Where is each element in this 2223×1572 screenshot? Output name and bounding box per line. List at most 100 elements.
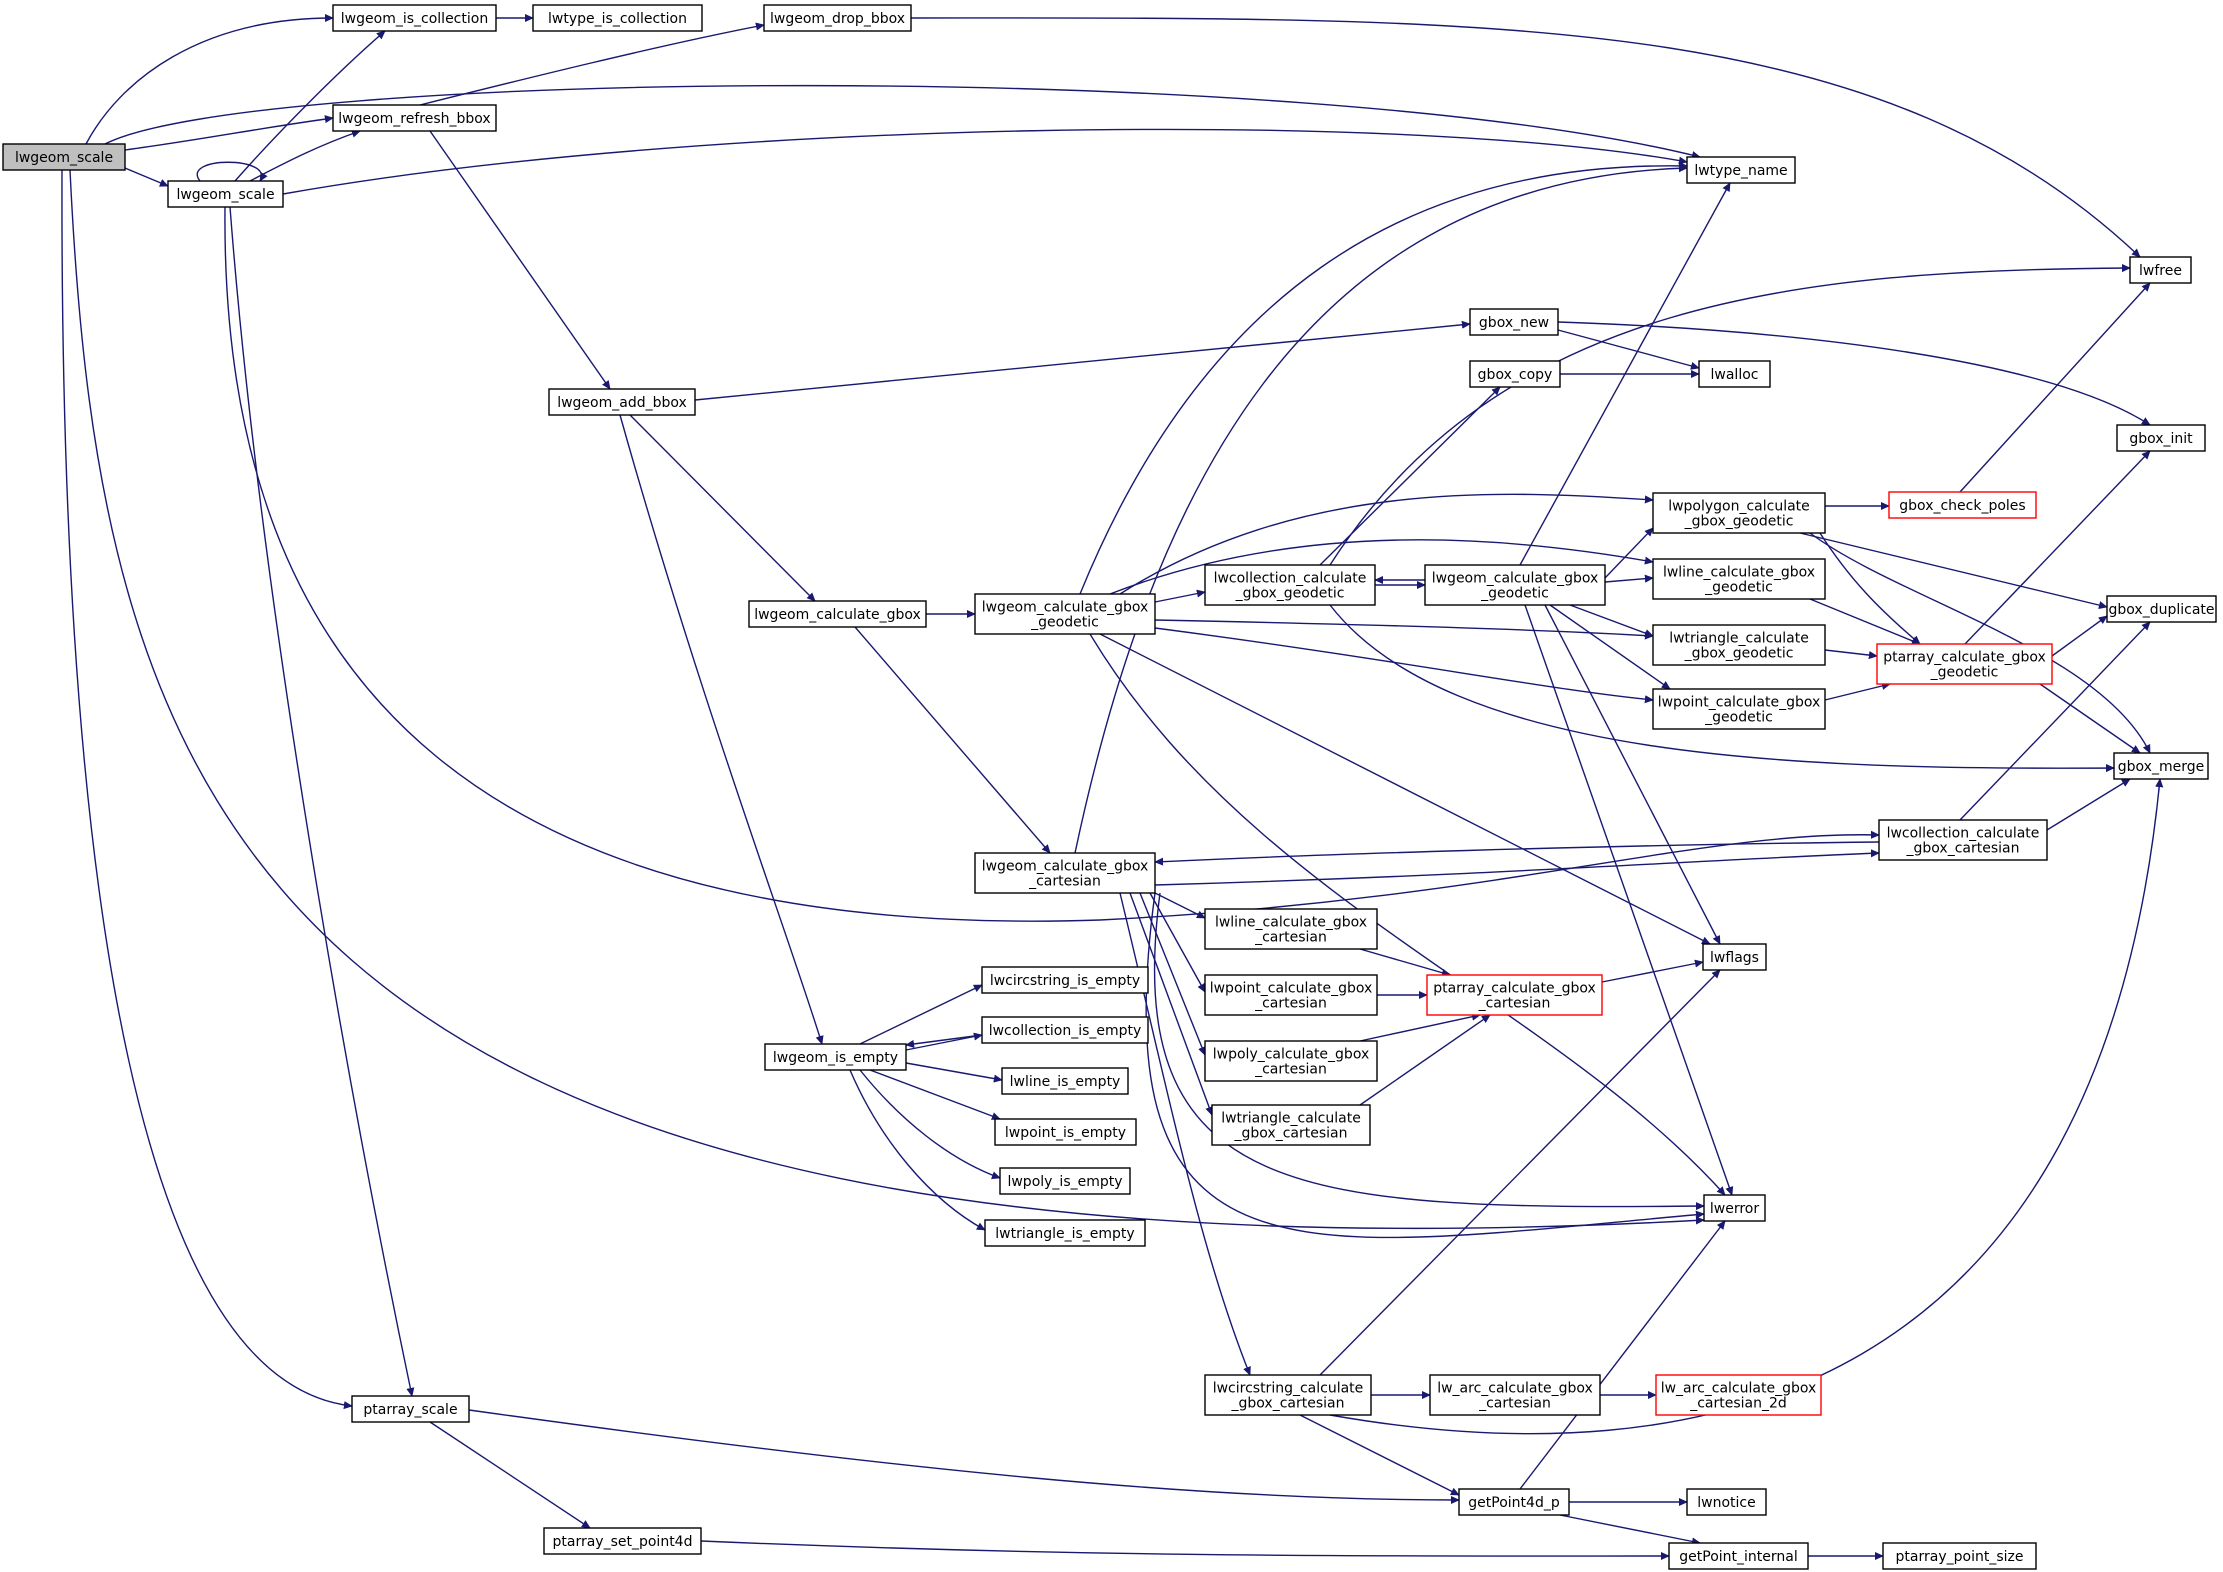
node-gbox-init[interactable]: gbox_init <box>2116 424 2206 452</box>
edge-lwgeom_calc_gbox_geo-to-lwline_calc_geo <box>1109 539 1654 595</box>
node-label: lwgeom_calculate_gbox <box>1432 571 1599 587</box>
node-lwgeom-add-bbox[interactable]: lwgeom_add_bbox <box>548 388 696 416</box>
node-label: lwnotice <box>1697 1495 1755 1511</box>
node-label: lwgeom_scale <box>176 187 274 203</box>
edge-root-to-lwgeom_is_collection <box>85 13 334 145</box>
edge-root-to-lwtype_name <box>104 84 1701 159</box>
node-lwpolygon-calc-geo[interactable]: lwpolygon_calculate_gbox_geodetic <box>1652 492 1826 534</box>
edge-root-to-lwgeom_scale2 <box>124 167 169 187</box>
node-lwline-calc-geo[interactable]: lwline_calculate_gbox_geodetic <box>1652 558 1826 600</box>
node-lwpoly-is-empty[interactable]: lwpoly_is_empty <box>999 1167 1131 1195</box>
node-ptarray-set-point4d[interactable]: ptarray_set_point4d <box>543 1527 702 1555</box>
node-lwalloc[interactable]: lwalloc <box>1698 360 1771 388</box>
edge-lwgeom_calc_gbox_geo2-to-lwpolygon_calc_geo <box>1604 527 1654 579</box>
edge-lwpolygon_calc_geo-to-gbox_merge <box>1809 532 2151 754</box>
edge-lwgeom_calc_gbox_geo2-to-lwflags <box>1544 604 1721 945</box>
node-lwgeom-calc-gbox-geo[interactable]: lwgeom_calculate_gbox_geodetic <box>974 593 1156 635</box>
node-lwgeom-calc-gbox-cart[interactable]: lwgeom_calculate_gbox_cartesian <box>974 852 1156 894</box>
node-lwtriangle-calc-geo[interactable]: lwtriangle_calculate_gbox_geodetic <box>1652 624 1826 666</box>
node-lwtype-is-collection[interactable]: lwtype_is_collection <box>532 4 703 32</box>
node-lwtype-name[interactable]: lwtype_name <box>1686 156 1796 184</box>
node-box <box>974 593 1156 635</box>
node-lwgeom-is-collection[interactable]: lwgeom_is_collection <box>332 4 497 32</box>
node-lwgeom-drop-bbox[interactable]: lwgeom_drop_bbox <box>763 4 912 32</box>
edge-ptarray_calc_geo-to-gbox_duplicate <box>2051 615 2108 657</box>
node-label: lwtriangle_is_empty <box>995 1226 1134 1242</box>
node-ptarray-scale[interactable]: ptarray_scale <box>351 1395 470 1423</box>
edge-ptarray_calc_geo-to-gbox_merge <box>2039 683 2141 754</box>
node-gbox-check-poles[interactable]: gbox_check_poles <box>1888 491 2037 519</box>
node-label: _geodetic <box>1030 615 1099 631</box>
node-box <box>548 388 696 416</box>
node-lwcollection-calc-cart[interactable]: lwcollection_calculate_gbox_cartesian <box>1878 819 2048 861</box>
node-lwgeom-is-empty[interactable]: lwgeom_is_empty <box>764 1043 907 1071</box>
node-label: ptarray_set_point4d <box>553 1534 693 1550</box>
node-getPoint4d-p[interactable]: getPoint4d_p <box>1458 1488 1570 1516</box>
node-label: lwtype_name <box>1694 163 1787 179</box>
node-gbox-new[interactable]: gbox_new <box>1469 308 1559 336</box>
node-lwerror[interactable]: lwerror <box>1703 1194 1766 1222</box>
node-label: lwcollection_is_empty <box>989 1023 1142 1039</box>
node-lwgeom-calculate-gbox[interactable]: lwgeom_calculate_gbox <box>748 600 927 628</box>
node-getPoint-internal[interactable]: getPoint_internal <box>1668 1542 1809 1570</box>
node-lwfree[interactable]: lwfree <box>2129 256 2192 284</box>
edge-lwgeom_calc_gbox_geo-to-lwerror <box>1089 633 1726 1196</box>
node-box <box>167 180 284 208</box>
edge-ptarray_scale-to-getPoint4d_p <box>468 1409 1460 1505</box>
node-label: gbox_duplicate <box>2109 602 2215 618</box>
node-label: lwgeom_drop_bbox <box>770 11 905 27</box>
node-box <box>1204 974 1378 1016</box>
edge-lwgeom_calc_gbox_geo-to-lwtype_name <box>1079 161 1688 595</box>
node-box <box>981 966 1149 994</box>
node-box <box>994 1118 1137 1146</box>
node-label: lwgeom_add_bbox <box>557 395 687 411</box>
edge-lwgeom_calc_gbox_cart-to-lwtriangle_calc_cart <box>1129 892 1213 1116</box>
node-box <box>1876 643 2053 685</box>
edge-lwgeom_calc_gbox_cart-to-lwpoly_calc_cart <box>1139 892 1206 1056</box>
node-lwpoint-calc-cart[interactable]: lwpoint_calculate_gbox_cartesian <box>1204 974 1378 1016</box>
node-lwnotice[interactable]: lwnotice <box>1686 1488 1767 1516</box>
edge-lwgeom_is_empty-to-lwcircstring_is_empty <box>859 984 983 1045</box>
node-ptarray-point-size[interactable]: ptarray_point_size <box>1882 1542 2037 1570</box>
node-lwcircstring-calc-cart[interactable]: lwcircstring_calculate_gbox_cartesian <box>1204 1374 1372 1416</box>
node-root[interactable]: lwgeom_scale <box>2 143 126 171</box>
node-lw-arc-calc-cart-2d[interactable]: lw_arc_calculate_gbox_cartesian_2d <box>1655 1374 1822 1416</box>
edge-lwgeom_is_empty-to-lwline_is_empty <box>905 1062 1003 1083</box>
node-box <box>1458 1488 1570 1516</box>
edge-lwgeom_calc_gbox_cart-to-lwerror <box>1153 892 1705 1211</box>
node-lwpoly-calc-cart[interactable]: lwpoly_calculate_gbox_cartesian <box>1204 1040 1378 1082</box>
node-label: gbox_new <box>1479 315 1549 331</box>
node-ptarray-calc-cart[interactable]: ptarray_calculate_gbox_cartesian <box>1426 974 1603 1016</box>
edge-lwline_calc_cart-to-ptarray_calc_cart <box>1359 948 1451 977</box>
node-ptarray-calc-geo[interactable]: ptarray_calculate_gbox_geodetic <box>1876 643 2053 685</box>
node-lwtriangle-calc-cart[interactable]: lwtriangle_calculate_gbox_cartesian <box>1211 1104 1371 1146</box>
node-lwcollection-is-empty[interactable]: lwcollection_is_empty <box>981 1016 1149 1044</box>
edge-getPoint4d_p-to-getPoint_internal <box>1559 1514 1701 1546</box>
node-gbox-copy[interactable]: gbox_copy <box>1469 360 1561 388</box>
node-lwline-calc-cart[interactable]: lwline_calculate_gbox_cartesian <box>1204 908 1378 950</box>
node-gbox-merge[interactable]: gbox_merge <box>2113 752 2209 780</box>
node-lwline-is-empty[interactable]: lwline_is_empty <box>1001 1067 1129 1095</box>
node-lwcircstring-is-empty[interactable]: lwcircstring_is_empty <box>981 966 1149 994</box>
node-lwcollection-calc-geo[interactable]: lwcollection_calculate_gbox_geodetic <box>1204 564 1376 606</box>
node-lwpoint-calc-geo[interactable]: lwpoint_calculate_gbox_geodetic <box>1652 688 1826 730</box>
node-lwgeom-calc-gbox-geo2[interactable]: lwgeom_calculate_gbox_geodetic <box>1424 564 1606 606</box>
edge-lwgeom_scale2-to-ptarray_scale <box>229 206 415 1397</box>
edge-lwgeom_calc_gbox_geo-to-lwcollection_calc_geo <box>1154 589 1206 603</box>
node-lwpoint-is-empty[interactable]: lwpoint_is_empty <box>994 1118 1137 1146</box>
edge-ptarray_calc_geo-to-gbox_init <box>1964 450 2151 645</box>
node-box <box>351 1395 470 1423</box>
node-lw-arc-calc-cart[interactable]: lw_arc_calculate_gbox_cartesian <box>1429 1374 1601 1416</box>
node-box <box>543 1527 702 1555</box>
edge-lwpoly_calc_cart-to-ptarray_calc_cart <box>1359 1012 1481 1042</box>
edge-gbox_new-to-lwalloc <box>1557 329 1700 370</box>
node-label: lwline_calculate_gbox <box>1215 915 1367 931</box>
node-lwgeom-refresh-bbox[interactable]: lwgeom_refresh_bbox <box>332 104 497 132</box>
node-lwgeom-scale2[interactable]: lwgeom_scale <box>167 180 284 208</box>
node-lwflags[interactable]: lwflags <box>1702 943 1767 971</box>
edge-lwcollection_calc_geo-to-gbox_copy <box>1319 386 1501 566</box>
edge-gbox_check_poles-to-lwfree <box>1959 282 2151 493</box>
node-gbox-duplicate[interactable]: gbox_duplicate <box>2106 595 2217 623</box>
node-lwtriangle-is-empty[interactable]: lwtriangle_is_empty <box>984 1219 1146 1247</box>
edge-lwgeom_scale2-to-lwcollection_calc_cart <box>224 206 1880 922</box>
